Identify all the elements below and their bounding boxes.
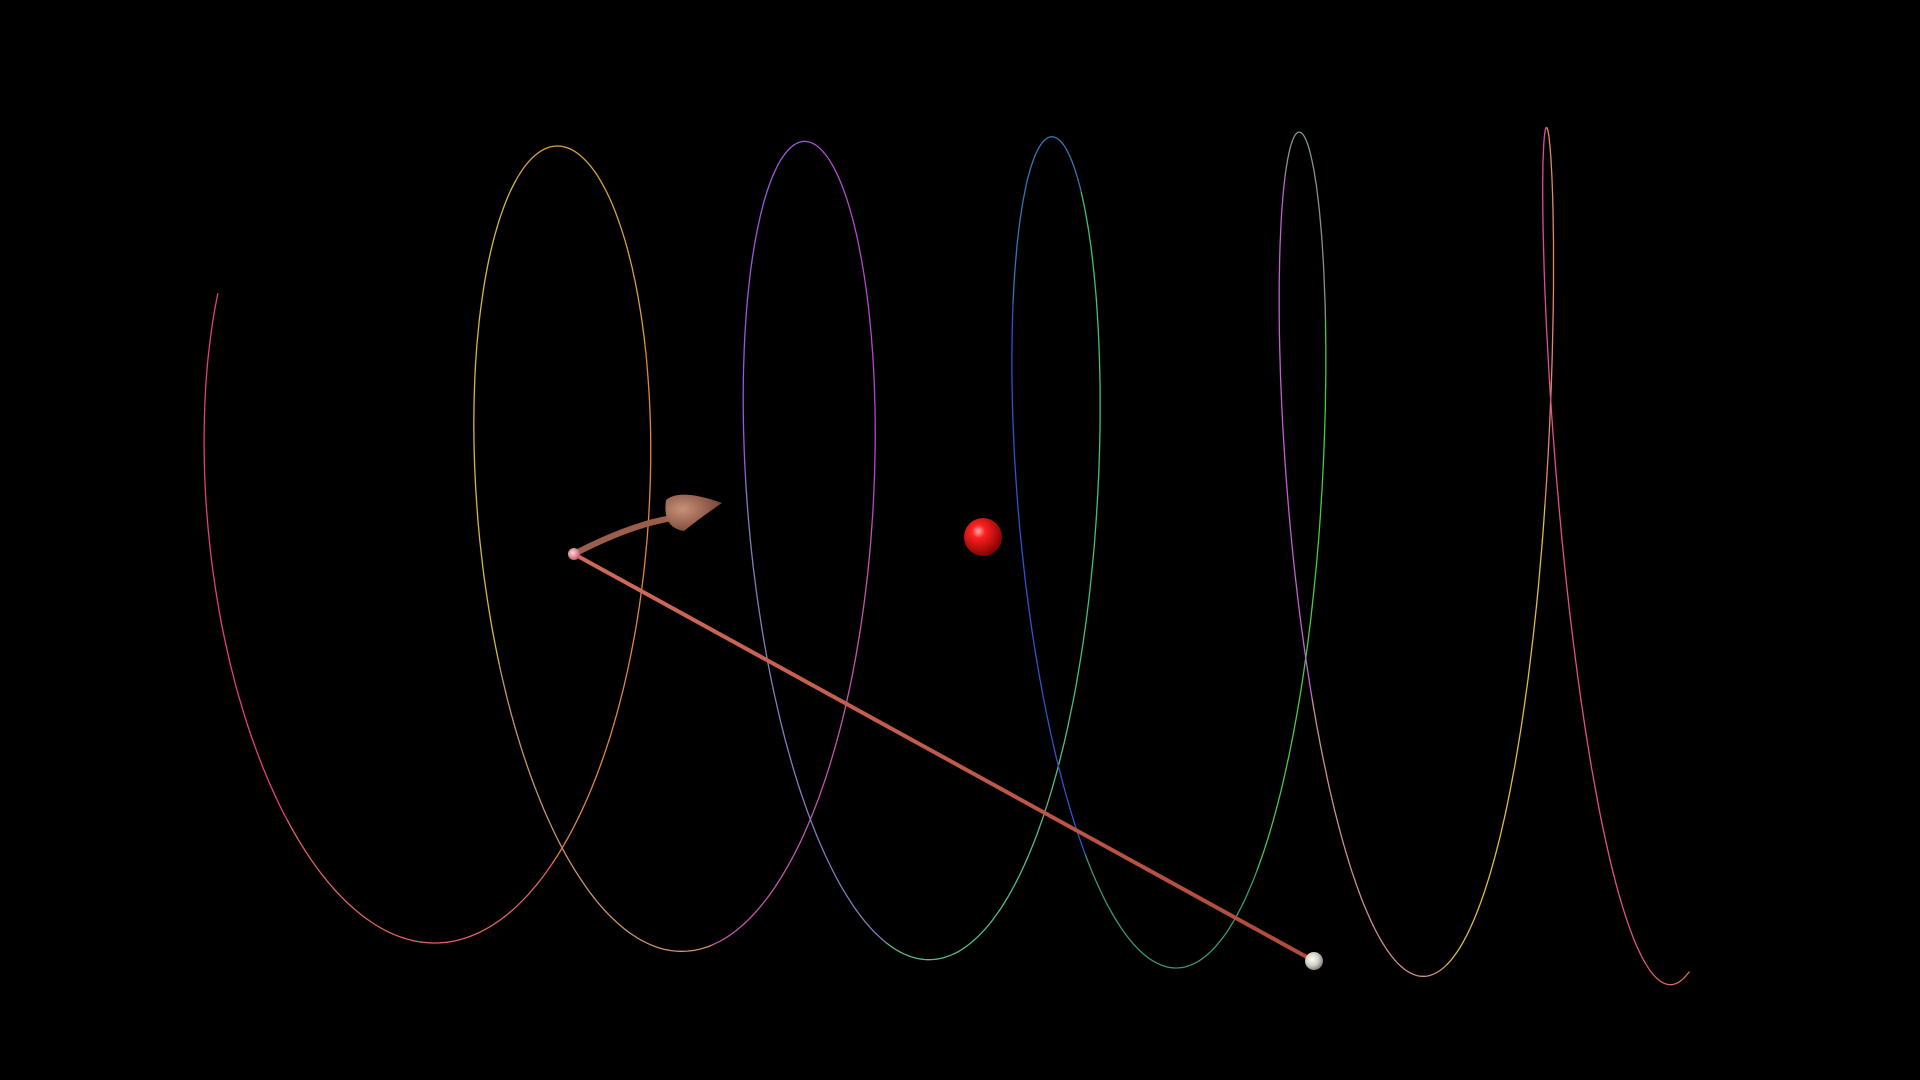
helix-segment: [286, 819, 553, 944]
helix-segment: [1278, 176, 1313, 698]
helix-segment: [809, 141, 876, 523]
red-sphere[interactable]: [964, 518, 1002, 556]
helix-segment: [1445, 504, 1546, 966]
helix-segment: [1011, 303, 1086, 855]
helix-segment: [203, 293, 288, 820]
arrow-cone: [665, 494, 722, 531]
helix-segment: [1070, 191, 1101, 712]
connector-rod: [572, 552, 1316, 963]
helix-segment: [515, 145, 646, 345]
helix-segment: [1256, 320, 1327, 871]
helix-segment: [1651, 971, 1691, 986]
helix-segment: [1558, 504, 1653, 974]
small-pink-sphere[interactable]: [568, 548, 580, 560]
helix-segment: [1284, 131, 1327, 322]
helix-segment: [1311, 697, 1447, 977]
arrow-shaft: [571, 515, 675, 557]
helix-segment: [711, 522, 873, 946]
white-sphere[interactable]: [1305, 952, 1323, 970]
helix-segment: [498, 664, 713, 952]
helix-segment: [1012, 136, 1082, 304]
helix-segment: [744, 479, 887, 943]
helix-segment: [742, 140, 810, 480]
helix-segment: [1542, 126, 1560, 505]
helix-segment: [473, 179, 517, 665]
helix-segment: [551, 344, 652, 864]
scene-objects: [568, 494, 1323, 970]
helix-segment: [885, 711, 1072, 961]
helix-curve: [203, 126, 1691, 986]
helix-segment: [1084, 854, 1258, 969]
